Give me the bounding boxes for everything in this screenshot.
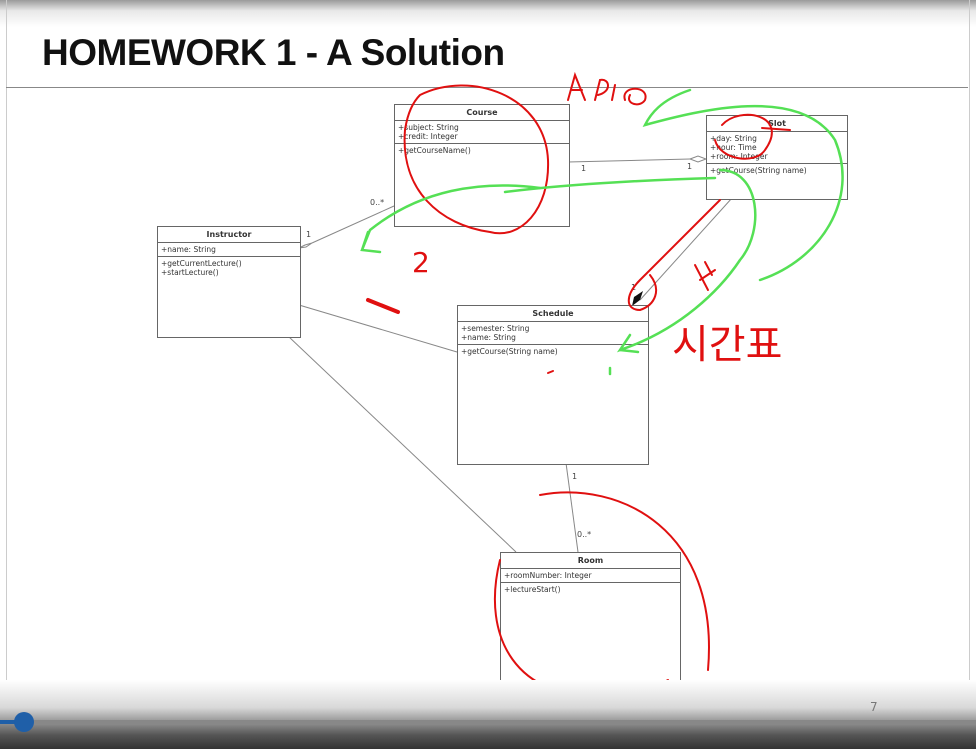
attribute: +day: String [710, 134, 757, 143]
attribute: +roomNumber: Integer [504, 571, 592, 580]
course-slot-line [567, 158, 691, 163]
red-circle-course [403, 84, 550, 235]
class-name: Room [501, 553, 680, 569]
class-name: Slot [707, 116, 847, 132]
video-progress-bar[interactable] [0, 720, 976, 724]
red-circle-slot [714, 113, 773, 160]
attribute: +name: String [161, 245, 216, 254]
red-circle-room [493, 491, 710, 697]
green-arrow-right [503, 176, 717, 194]
multiplicity: 0..* [370, 198, 385, 207]
page-number: 7 [870, 700, 878, 714]
annotation-korean-note: 시간표 [672, 322, 782, 368]
class-course: Course +subject: String+credit: Integer … [394, 104, 570, 227]
instructor-schedule-line [298, 304, 458, 353]
attribute: +semester: String [461, 324, 530, 333]
multiplicity: 0..* [577, 530, 592, 539]
class-name: Instructor [158, 227, 300, 243]
multiplicity: 1 [572, 472, 578, 481]
schedule-room-line [565, 462, 579, 553]
slide [6, 0, 970, 700]
class-schedule: Schedule +semester: String+name: String … [457, 305, 649, 465]
method: +getCourseName() [398, 146, 471, 155]
red-scribble-top [567, 71, 647, 106]
method: +lectureStart() [504, 585, 561, 594]
multiplicity: 1 [306, 230, 312, 239]
course-instructor-line [311, 205, 395, 244]
class-name: Schedule [458, 306, 648, 322]
green-arrow-down [616, 168, 757, 354]
instructor-room-line [287, 335, 517, 553]
slide-title: HOMEWORK 1 - A Solution [42, 32, 505, 73]
method: +startLecture() [161, 268, 219, 277]
progress-handle[interactable] [14, 712, 34, 732]
title-divider [6, 87, 968, 88]
composition-diamond [632, 291, 643, 306]
video-player-bar [0, 680, 976, 749]
attribute: +subject: String [398, 123, 459, 132]
attribute: +room: Integer [710, 152, 768, 161]
method: +getCurrentLecture() [161, 259, 242, 268]
attribute: +name: String [461, 333, 516, 342]
multiplicity: 1 [687, 162, 693, 171]
method: +getCourse(String name) [461, 347, 558, 356]
class-name: Course [395, 105, 569, 121]
green-arrow-left [360, 184, 542, 254]
class-instructor: Instructor +name: String +getCurrentLect… [157, 226, 301, 338]
green-arrow-top [642, 88, 844, 282]
attribute: +hour: Time [710, 143, 757, 152]
method: +getCourse(String name) [710, 166, 807, 175]
slide-top-band [0, 0, 976, 90]
attribute: +credit: Integer [398, 132, 458, 141]
progress-fill [0, 720, 20, 724]
multiplicity: 1 [581, 164, 587, 173]
annotation-number: 2 [412, 246, 430, 279]
